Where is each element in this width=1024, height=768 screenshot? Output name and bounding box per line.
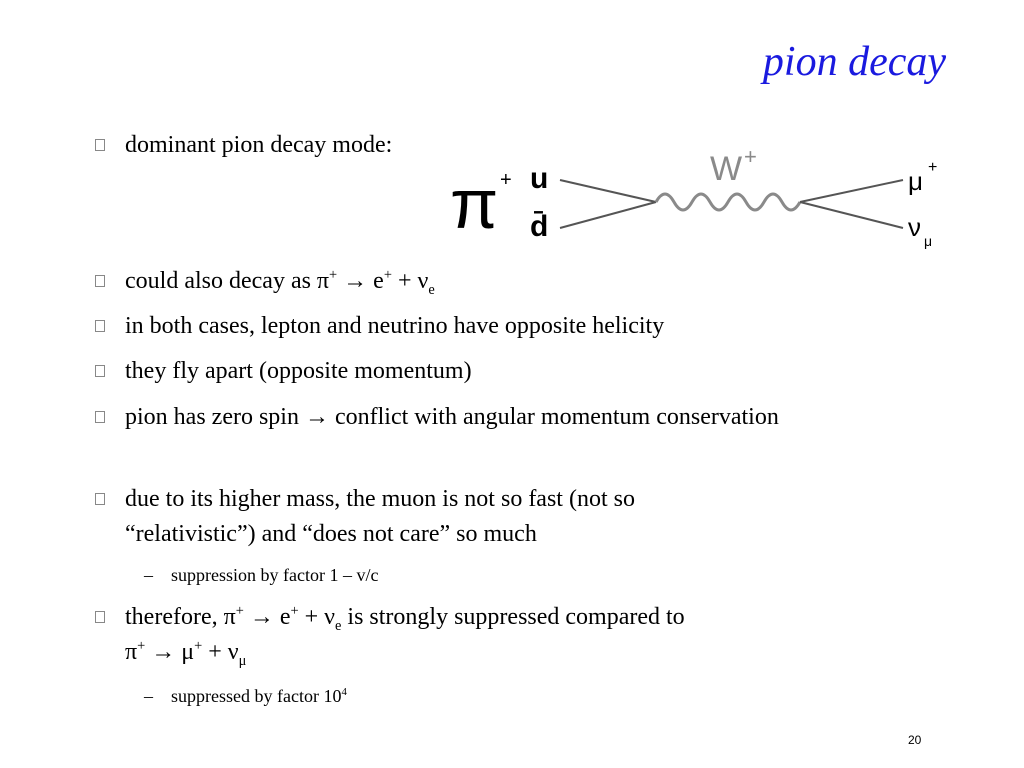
bullet-marker [95, 139, 105, 151]
sub-bullet-1: – suppression by factor 1 – v/c [144, 563, 379, 587]
bullet-6: due to its higher mass, the muon is not … [95, 482, 905, 552]
arrow-icon: → [304, 404, 329, 430]
dash-marker: – [144, 686, 153, 706]
bullet-text: + ν [298, 604, 336, 630]
bullet-text: e [367, 268, 384, 294]
arrow-icon: → [151, 639, 176, 665]
bullet-marker [95, 365, 105, 377]
bullet-text: pion has zero spin [125, 404, 305, 430]
subscript: e [428, 281, 435, 298]
bullet-marker [95, 493, 105, 505]
superscript: + [329, 267, 338, 283]
bullet-text: π [125, 639, 138, 665]
bullet-text: they fly apart (opposite momentum) [125, 358, 472, 384]
sub-bullet-text: suppression by factor 1 – v/c [171, 565, 379, 585]
bullet-text: conflict with angular momentum conservat… [328, 404, 779, 430]
bullet-text: due to its higher mass, the muon is not … [125, 486, 635, 512]
diagram-pion: π [450, 165, 498, 243]
bullet-5: pion has zero spin → conflict with angul… [95, 400, 845, 435]
diagram-quark-u: u [530, 162, 548, 195]
subscript: μ [238, 652, 247, 669]
bullet-marker [95, 611, 105, 623]
bullet-4: they fly apart (opposite momentum) [95, 354, 905, 389]
bullet-3: in both cases, lepton and neutrino have … [95, 309, 905, 344]
superscript: + [235, 603, 244, 619]
subscript: e [335, 617, 342, 634]
diagram-neutrino: ν [908, 212, 921, 242]
arrow-icon: → [343, 268, 368, 294]
diagram-quark-d: d̄ [530, 210, 548, 243]
bullet-text: + ν [202, 639, 239, 665]
bullet-text: is strongly suppressed compared to [341, 604, 685, 630]
bullet-text: e [273, 604, 291, 630]
bullet-7: therefore, π+ → e+ + νe is strongly supp… [95, 600, 905, 670]
sub-bullet-text: suppressed by factor 10 [171, 686, 342, 706]
page-number: 20 [908, 733, 922, 747]
bullet-text: “relativistic”) and “does not care” so m… [125, 521, 537, 547]
bullet-text: dominant pion decay mode: [125, 132, 393, 158]
superscript: + [194, 638, 203, 654]
dash-marker: – [144, 565, 153, 585]
bullet-marker [95, 275, 105, 287]
slide-title: pion decay [762, 39, 946, 85]
diagram-boson-charge: + [744, 144, 757, 169]
bullet-2: could also decay as π+ → e+ + νe [95, 264, 905, 299]
superscript: + [290, 603, 299, 619]
bullet-text: μ [175, 639, 195, 665]
superscript: + [137, 638, 146, 654]
diagram-line-u [559, 179, 657, 203]
diagram-muon-charge: + [928, 159, 937, 176]
diagram-boson: W [710, 150, 742, 188]
diagram-line-neutrino [799, 201, 904, 229]
sub-bullet-2: – suppressed by factor 104 [144, 684, 347, 708]
bullet-marker [95, 320, 105, 332]
bullet-text: in both cases, lepton and neutrino have … [125, 313, 665, 339]
bullet-text: therefore, π [125, 604, 236, 630]
bullet-1: dominant pion decay mode: [95, 128, 905, 163]
diagram-w-boson-wave [654, 192, 802, 212]
diagram-pion-charge: + [500, 169, 512, 191]
diagram-muon: μ [908, 166, 923, 196]
superscript: 4 [341, 686, 347, 698]
bullet-text: + ν [391, 268, 429, 294]
feynman-diagram: π + u d̄ W + μ + ν μ [450, 144, 937, 249]
arrow-icon: → [249, 604, 274, 630]
diagram-line-muon [799, 179, 904, 203]
superscript: + [383, 267, 392, 283]
diagram-neutrino-sub: μ [924, 233, 932, 249]
bullet-marker [95, 411, 105, 423]
diagram-line-d [559, 201, 657, 229]
bullet-text: could also decay as π [125, 268, 330, 294]
